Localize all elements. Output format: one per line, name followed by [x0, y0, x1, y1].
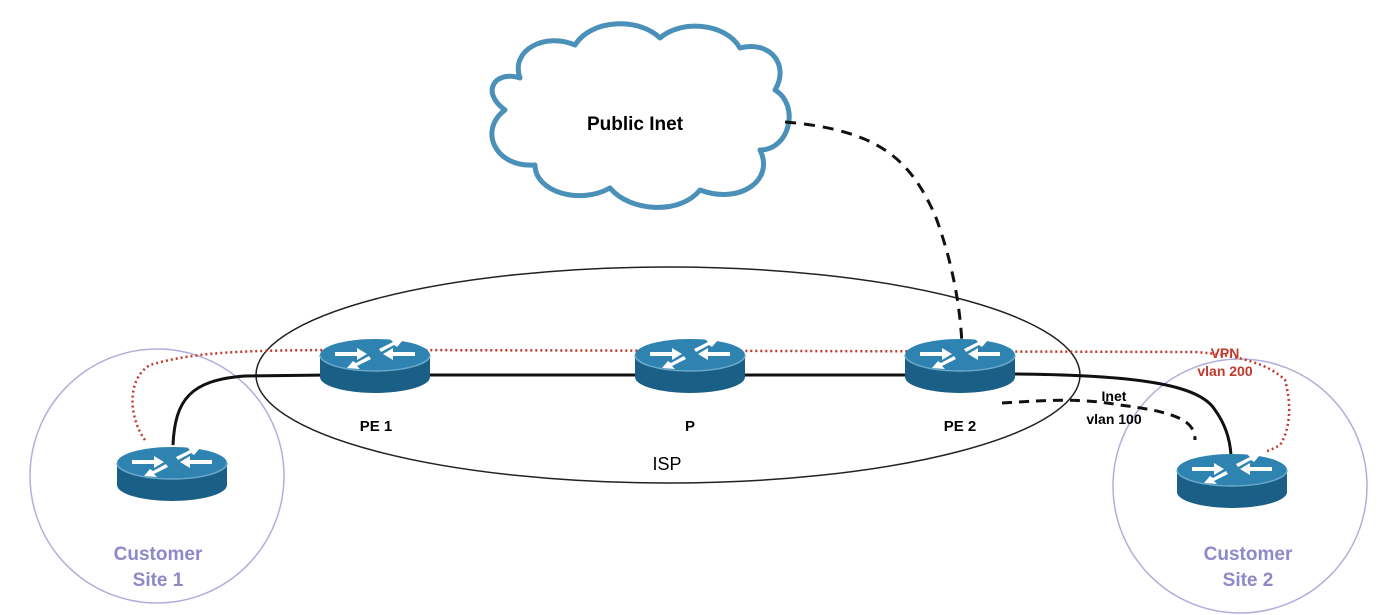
site1-label-line1: Customer [114, 544, 203, 565]
inet-uplink [784, 120, 964, 346]
vpn-label-line1: VPN [1211, 345, 1240, 361]
inet-label-line1: Inet [1102, 388, 1127, 404]
router-icon [1176, 453, 1288, 509]
inet-label-line2: vlan 100 [1086, 411, 1141, 427]
site1-ring [29, 348, 285, 604]
pe2-label: PE 2 [944, 418, 977, 435]
router-icon [904, 338, 1016, 394]
router-icon [116, 446, 228, 502]
inet-vlan100-link [1001, 398, 1197, 441]
site2-label-line1: Customer [1204, 544, 1293, 565]
pe2-site2-link [1011, 372, 1233, 456]
pe1-label: PE 1 [360, 418, 393, 435]
cloud-label: Public Inet [587, 114, 684, 135]
site1-pe1-link [171, 373, 331, 446]
router-icon [634, 338, 746, 394]
cloud-icon [489, 21, 792, 210]
isp-label: ISP [652, 454, 681, 474]
site2-label-line2: Site 2 [1223, 570, 1274, 591]
router-icon [319, 338, 431, 394]
vpn-path [131, 348, 1291, 454]
vpn-label-line2: vlan 200 [1197, 363, 1252, 379]
site1-label-line2: Site 1 [133, 570, 184, 591]
p-label: P [685, 418, 695, 435]
